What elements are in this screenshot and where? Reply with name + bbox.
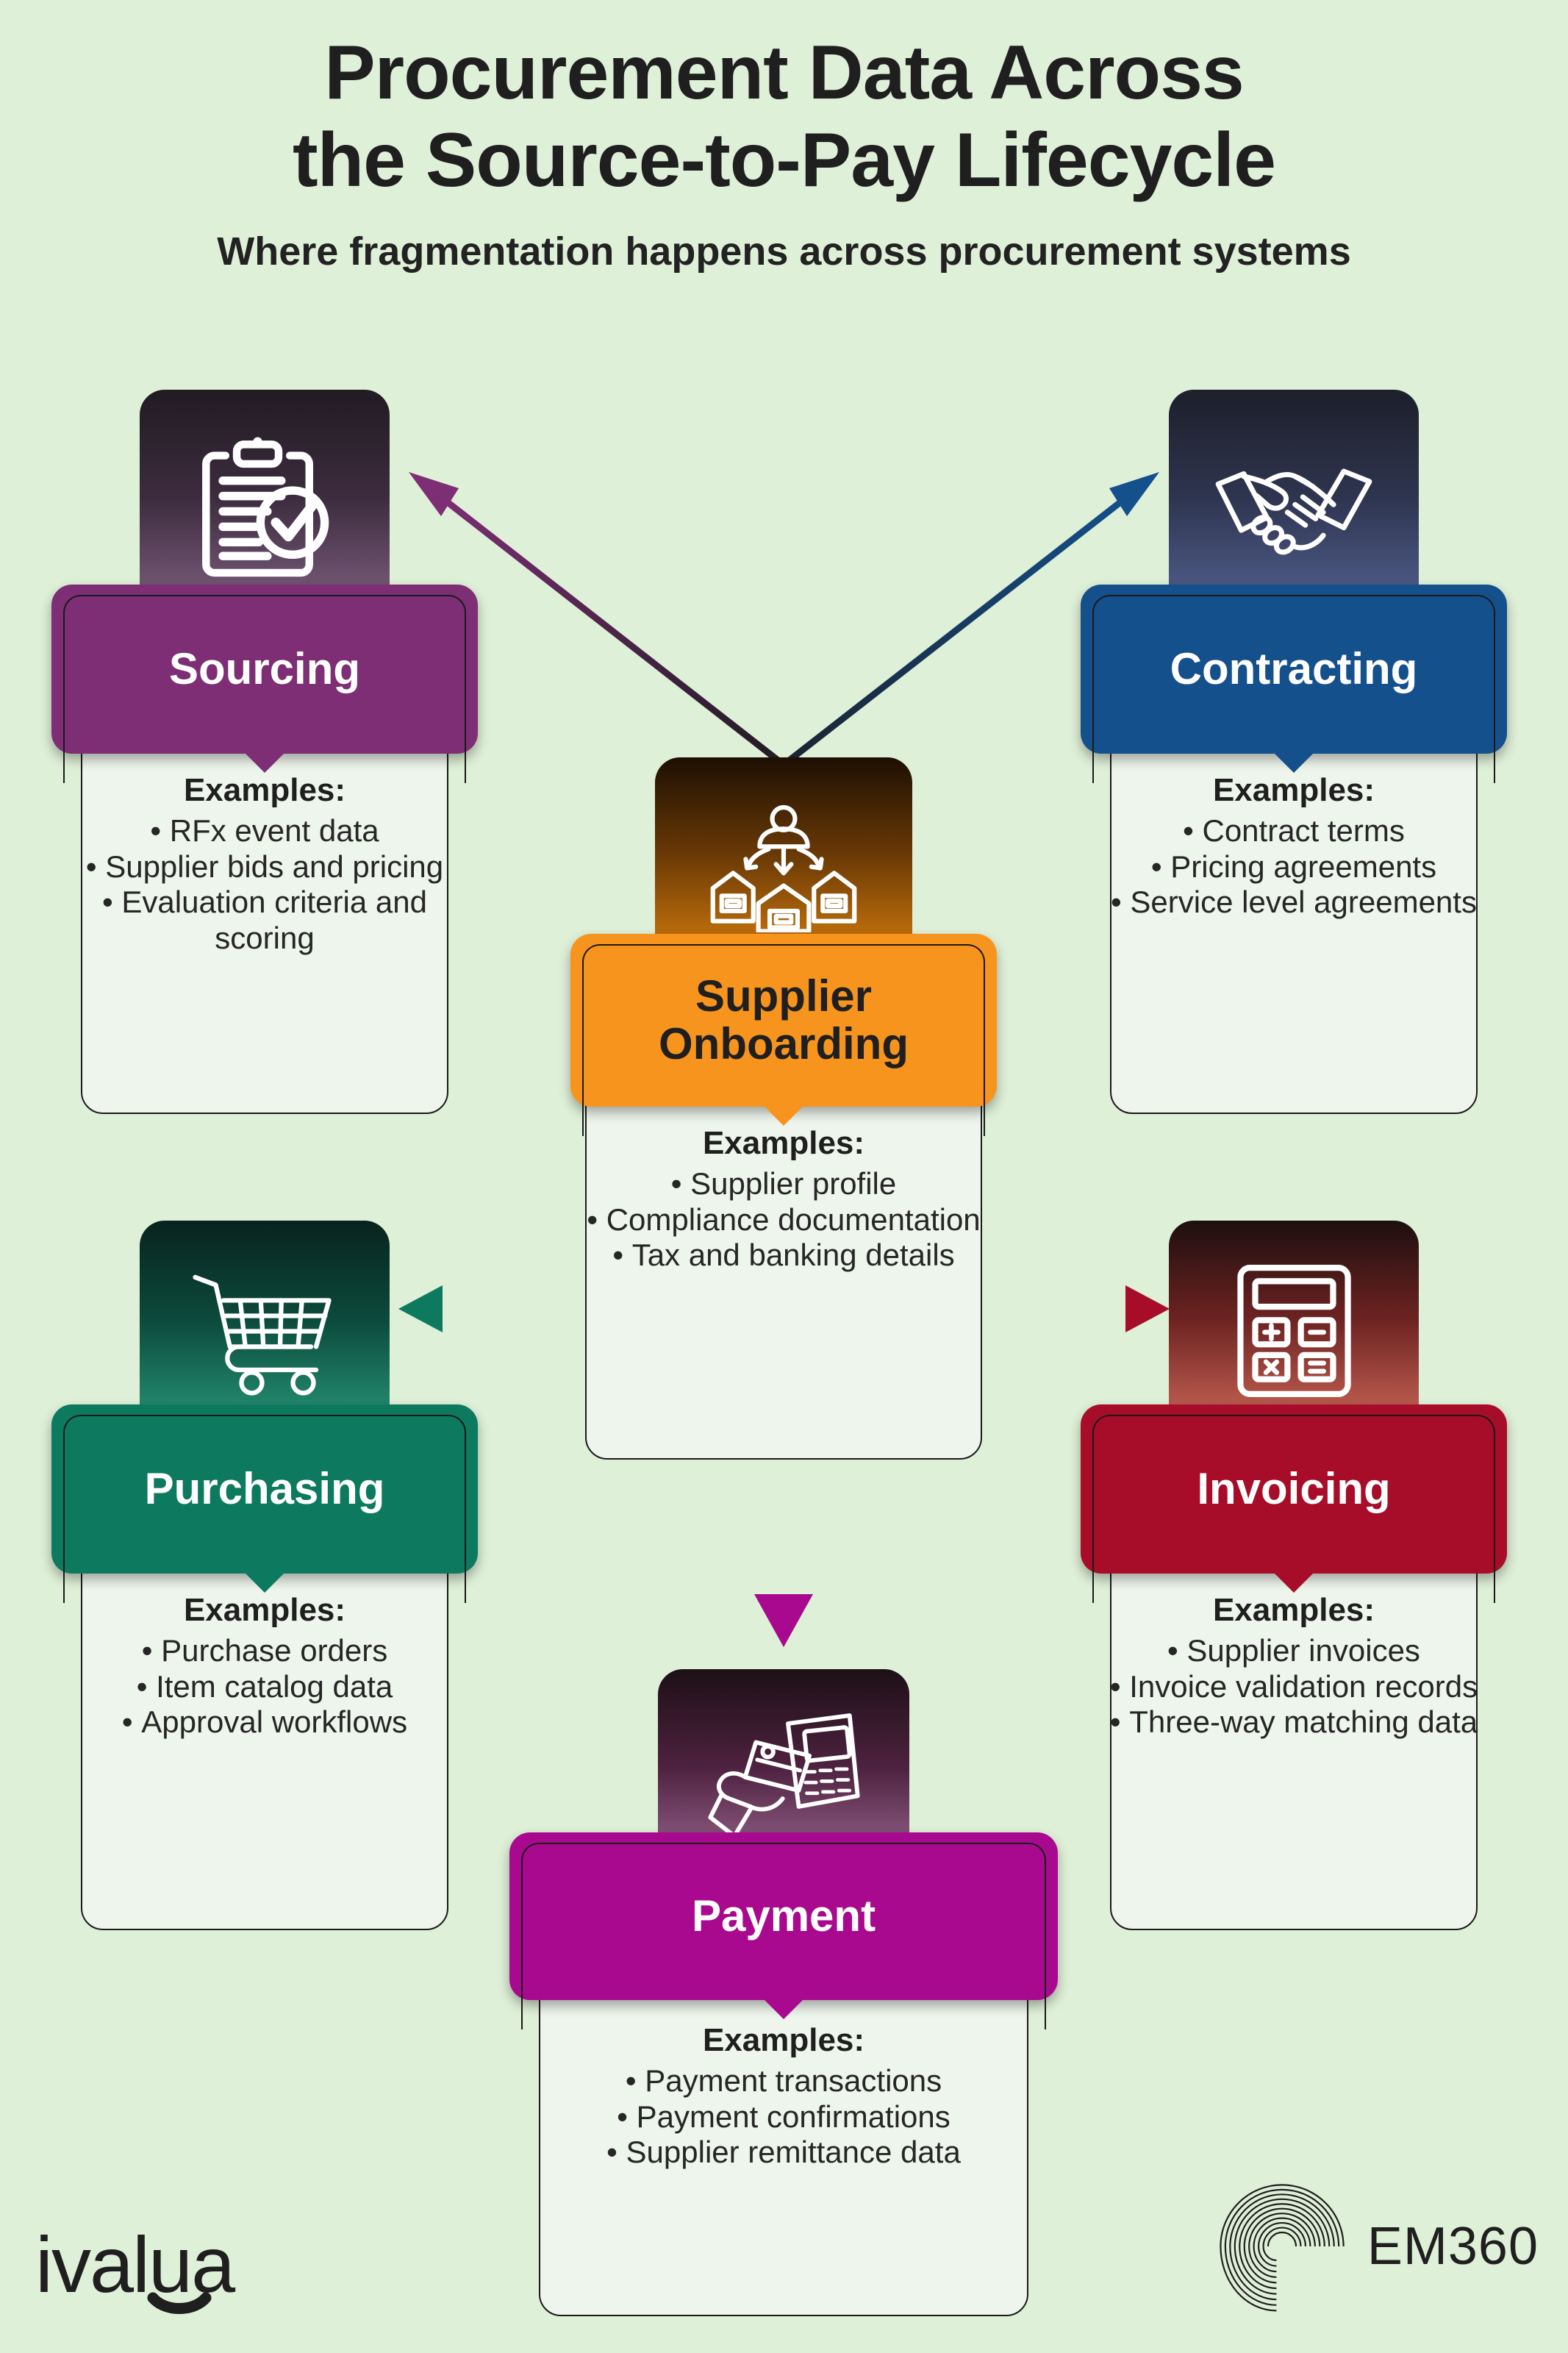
purchasing-title: Purchasing bbox=[144, 1463, 385, 1513]
list-item: Service level agreements bbox=[1097, 885, 1491, 921]
list-item: Supplier invoices bbox=[1097, 1633, 1491, 1669]
contracting-examples-list: Contract terms Pricing agreements Servic… bbox=[1097, 813, 1491, 921]
node-payment[interactable]: Payment Examples: Payment transactions P… bbox=[509, 1669, 1058, 2316]
arrow-to-purchasing bbox=[398, 1285, 588, 1332]
list-item: Approval workflows bbox=[68, 1704, 462, 1740]
list-item: Payment transactions bbox=[526, 2063, 1042, 2099]
arrow-to-contracting bbox=[781, 472, 1159, 768]
page-subtitle: Where fragmentation happens across procu… bbox=[217, 229, 1351, 274]
examples-label: Examples: bbox=[1212, 1592, 1375, 1628]
supplier-onboarding-examples-list: Supplier profile Compliance documentatio… bbox=[587, 1166, 981, 1274]
list-item: Purchase orders bbox=[68, 1633, 462, 1669]
payment-content: Examples: Payment transactions Payment c… bbox=[509, 2022, 1058, 2171]
arrow-to-invoicing bbox=[980, 1285, 1170, 1332]
list-item: Item catalog data bbox=[68, 1669, 462, 1705]
supplier-onboarding-header[interactable]: Supplier Onboarding bbox=[570, 934, 997, 1136]
list-item: Invoice validation records bbox=[1097, 1669, 1491, 1705]
em360-logo: EM360 bbox=[1209, 2177, 1539, 2316]
title-line-2: the Source-to-Pay Lifecycle bbox=[293, 117, 1276, 203]
examples-label: Examples: bbox=[1212, 772, 1375, 808]
node-invoicing[interactable]: Invoicing Examples: Supplier invoices In… bbox=[1081, 1221, 1507, 1949]
examples-label: Examples: bbox=[183, 772, 346, 808]
list-item: Pricing agreements bbox=[1097, 849, 1491, 885]
list-item: Evaluation criteria and scoring bbox=[68, 885, 462, 956]
contracting-header[interactable]: Contracting bbox=[1081, 585, 1507, 783]
contracting-content: Examples: Contract terms Pricing agreeme… bbox=[1081, 772, 1507, 921]
examples-label: Examples: bbox=[702, 2022, 865, 2058]
node-sourcing[interactable]: Sourcing Examples: RFx event data Suppli… bbox=[51, 390, 478, 1118]
examples-label: Examples: bbox=[702, 1125, 865, 1161]
list-item: Tax and banking details bbox=[587, 1238, 981, 1274]
purchasing-content: Examples: Purchase orders Item catalog d… bbox=[51, 1592, 478, 1740]
sourcing-content: Examples: RFx event data Supplier bids a… bbox=[51, 772, 478, 957]
sourcing-title: Sourcing bbox=[168, 643, 360, 693]
arrow-to-sourcing bbox=[409, 472, 786, 768]
contracting-title: Contracting bbox=[1170, 643, 1418, 693]
list-item: Payment confirmations bbox=[526, 2099, 1042, 2135]
payment-examples-list: Payment transactions Payment confirmatio… bbox=[526, 2063, 1042, 2171]
supplier-onboarding-title: Supplier Onboarding bbox=[659, 971, 909, 1068]
em360-wordmark: EM360 bbox=[1367, 2217, 1539, 2276]
list-item: Supplier profile bbox=[587, 1166, 981, 1202]
payment-header[interactable]: Payment bbox=[509, 1832, 1058, 2029]
examples-label: Examples: bbox=[183, 1592, 346, 1628]
list-item: Three-way matching data bbox=[1097, 1704, 1491, 1740]
invoicing-header[interactable]: Invoicing bbox=[1081, 1404, 1507, 1603]
node-purchasing[interactable]: Purchasing Examples: Purchase orders Ite… bbox=[51, 1221, 478, 1949]
purchasing-examples-list: Purchase orders Item catalog data Approv… bbox=[68, 1633, 462, 1740]
list-item: RFx event data bbox=[68, 813, 462, 849]
node-contracting[interactable]: Contracting Examples: Contract terms Pri… bbox=[1081, 390, 1507, 1118]
invoicing-examples-list: Supplier invoices Invoice validation rec… bbox=[1097, 1633, 1491, 1740]
sourcing-header[interactable]: Sourcing bbox=[51, 585, 478, 783]
list-item: Supplier remittance data bbox=[526, 2135, 1042, 2171]
title-line-1: Procurement Data Across bbox=[324, 30, 1245, 115]
invoicing-content: Examples: Supplier invoices Invoice vali… bbox=[1081, 1592, 1507, 1740]
list-item: Contract terms bbox=[1097, 813, 1491, 849]
list-item: Supplier bids and pricing bbox=[68, 849, 462, 885]
ivalua-logo: ivalua bbox=[35, 2220, 256, 2324]
em360-mark bbox=[1220, 2184, 1345, 2312]
sourcing-examples-list: RFx event data Supplier bids and pricing… bbox=[68, 813, 462, 957]
node-supplier-onboarding[interactable]: Supplier Onboarding Examples: Supplier p… bbox=[570, 757, 997, 1463]
list-item: Compliance documentation bbox=[587, 1202, 981, 1238]
invoicing-title: Invoicing bbox=[1197, 1463, 1391, 1513]
page-title: Procurement Data Across the Source-to-Pa… bbox=[0, 29, 1568, 274]
arrow-to-payment bbox=[754, 1445, 813, 1647]
supplier-onboarding-content: Examples: Supplier profile Compliance do… bbox=[570, 1125, 997, 1274]
payment-title: Payment bbox=[691, 1890, 876, 1940]
purchasing-header[interactable]: Purchasing bbox=[51, 1404, 478, 1603]
